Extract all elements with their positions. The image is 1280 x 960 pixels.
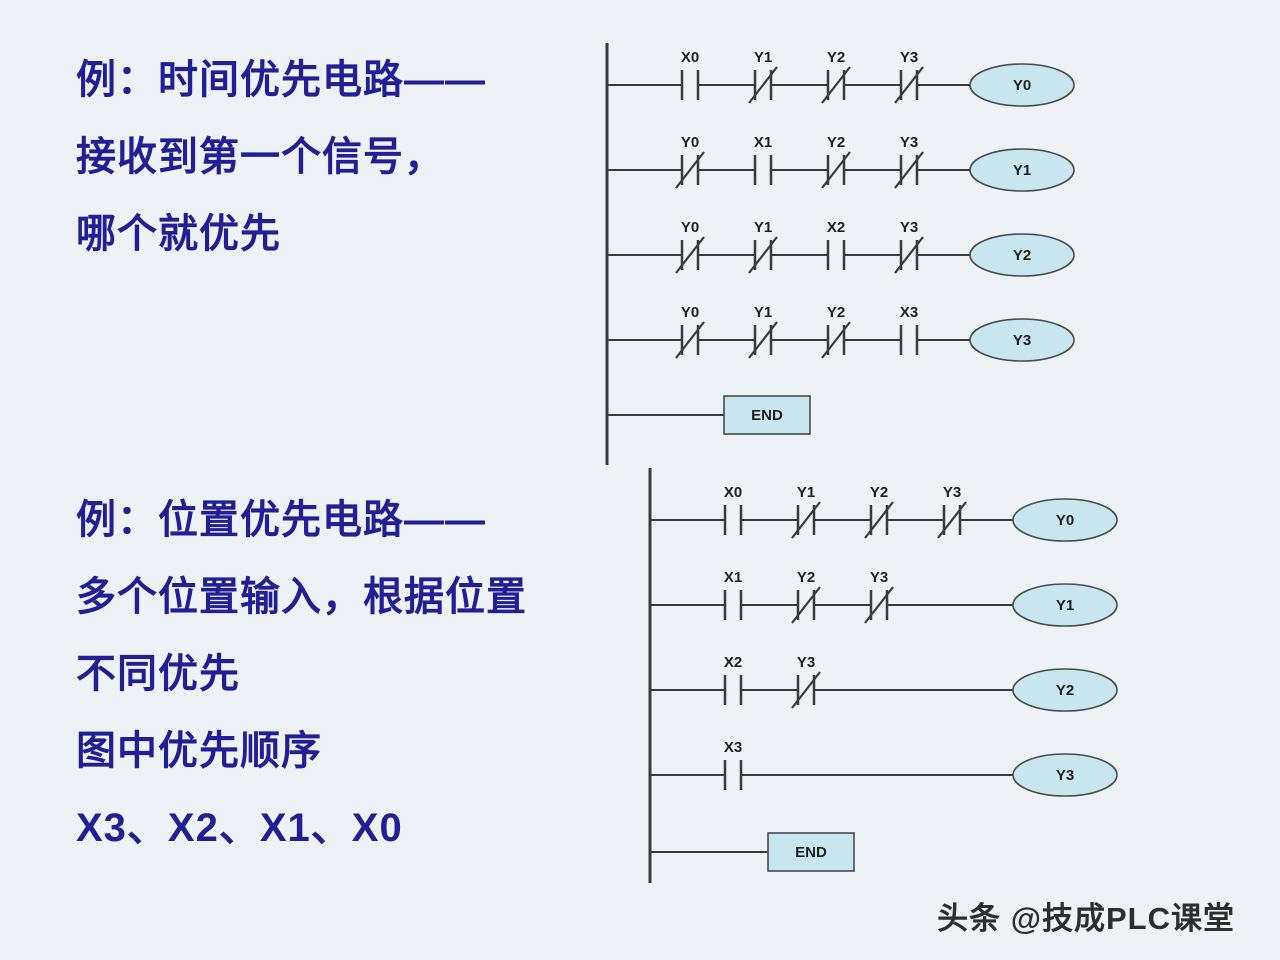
output-coil	[1012, 583, 1118, 627]
note-line: 图中优先顺序	[76, 729, 322, 773]
nc-slash	[791, 586, 821, 624]
nc-slash	[821, 321, 851, 359]
nc-slash	[894, 236, 924, 274]
contact-label: X2	[724, 654, 742, 671]
nc-slash	[937, 501, 967, 539]
watermark: 头条 @技成PLC课堂	[937, 901, 1235, 936]
note-line: X3、X2、X1、X0	[76, 806, 403, 850]
nc-slash	[894, 151, 924, 189]
contact-label: Y0	[681, 219, 699, 236]
nc-slash	[894, 66, 924, 104]
contact-label: Y1	[754, 304, 772, 321]
contact-label: Y0	[681, 304, 699, 321]
note-line: 不同优先	[76, 652, 240, 696]
nc-slash	[748, 236, 778, 274]
output-coil	[1012, 498, 1118, 542]
end-label: END	[751, 407, 783, 424]
nc-slash	[748, 66, 778, 104]
contact-label: X0	[681, 49, 699, 66]
note-position-priority: 例：位置优先电路—— 多个位置输入，根据位置 不同优先 图中优先顺序 X3、X2…	[76, 482, 527, 867]
contact-label: Y1	[797, 484, 815, 501]
nc-slash	[864, 586, 894, 624]
contact-label: X1	[724, 569, 742, 586]
nc-slash	[791, 671, 821, 709]
nc-slash	[675, 236, 705, 274]
contact-label: X1	[754, 134, 772, 151]
contact-label: Y2	[827, 134, 845, 151]
contact-label: Y1	[754, 49, 772, 66]
nc-slash	[748, 321, 778, 359]
contact-label: Y3	[870, 569, 888, 586]
contact-label: Y3	[900, 134, 918, 151]
contact-label: X3	[900, 304, 918, 321]
note-line: 多个位置输入，根据位置	[76, 575, 527, 619]
note-time-priority: 例：时间优先电路—— 接收到第一个信号， 哪个就优先	[76, 42, 486, 273]
end-block	[767, 832, 855, 872]
contact-label: Y2	[827, 49, 845, 66]
contact-label: Y2	[797, 569, 815, 586]
end-label: END	[795, 844, 827, 861]
coil-label: Y3	[1056, 767, 1074, 784]
end-block	[723, 395, 811, 435]
contact-label: Y3	[797, 654, 815, 671]
coil-label: Y0	[1056, 512, 1074, 529]
coil-label: Y0	[1013, 77, 1031, 94]
contact-label: Y2	[827, 304, 845, 321]
contact-label: Y3	[900, 49, 918, 66]
contact-label: X2	[827, 219, 845, 236]
contact-label: Y1	[754, 219, 772, 236]
coil-label: Y3	[1013, 332, 1031, 349]
contact-label: X0	[724, 484, 742, 501]
coil-label: Y1	[1013, 162, 1031, 179]
coil-label: Y1	[1056, 597, 1074, 614]
note-line: 例：位置优先电路——	[76, 498, 486, 542]
output-coil	[969, 63, 1075, 107]
output-coil	[969, 233, 1075, 277]
note-line: 接收到第一个信号，	[76, 135, 445, 179]
nc-slash	[864, 501, 894, 539]
nc-slash	[675, 151, 705, 189]
nc-slash	[821, 66, 851, 104]
output-coil	[1012, 668, 1118, 712]
contact-label: X3	[724, 739, 742, 756]
output-coil	[1012, 753, 1118, 797]
nc-slash	[821, 151, 851, 189]
nc-slash	[791, 501, 821, 539]
coil-label: Y2	[1013, 247, 1031, 264]
contact-label: Y2	[870, 484, 888, 501]
output-coil	[969, 148, 1075, 192]
contact-label: Y3	[943, 484, 961, 501]
note-line: 例：时间优先电路——	[76, 58, 486, 102]
contact-label: Y3	[900, 219, 918, 236]
coil-label: Y2	[1056, 682, 1074, 699]
note-line: 哪个就优先	[76, 212, 281, 256]
output-coil	[969, 318, 1075, 362]
nc-slash	[675, 321, 705, 359]
contact-label: Y0	[681, 134, 699, 151]
